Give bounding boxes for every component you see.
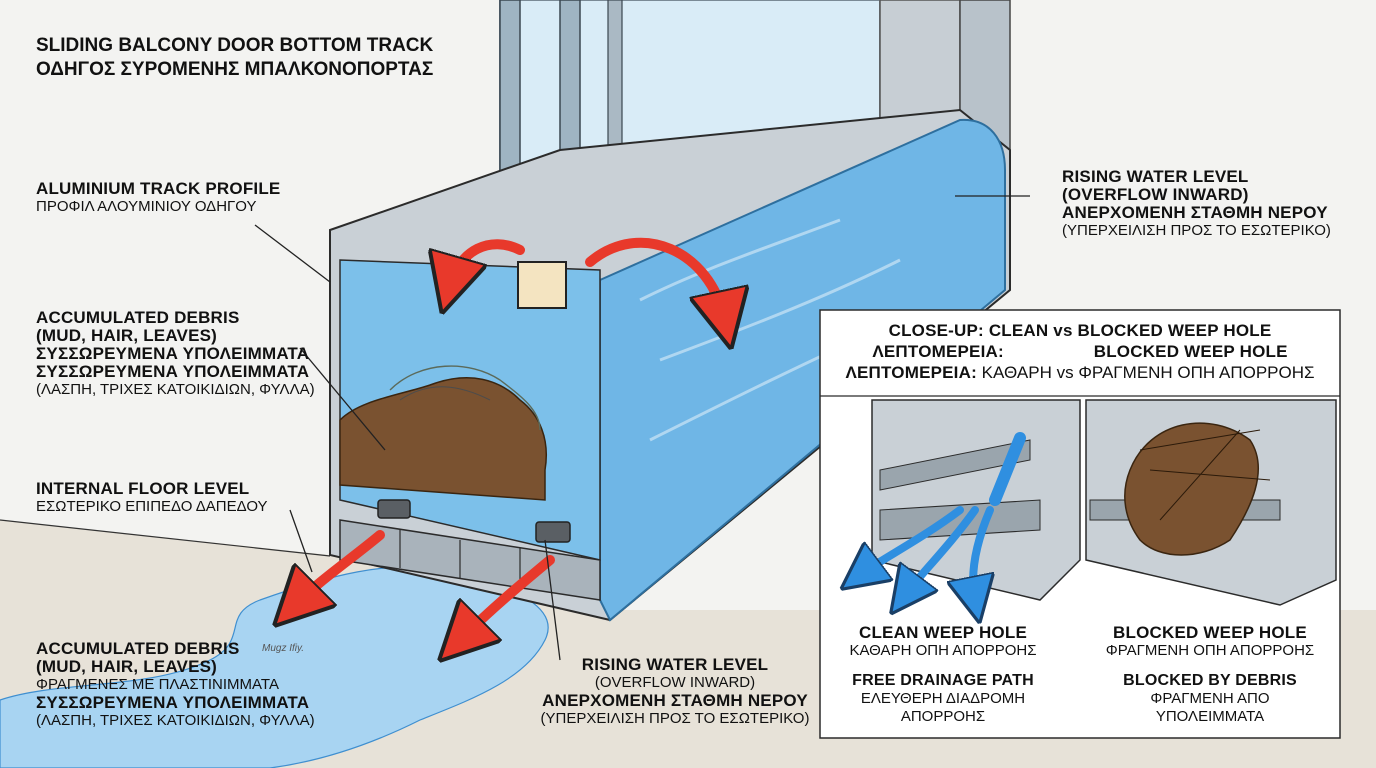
rising-bottom-gr1: ΑΝΕΡΧΟΜΕΝΗ ΣΤΑΘΜΗ ΝΕΡΟΥ [542,691,808,710]
debris-en2: (MUD, HAIR, LEAVES) [36,326,218,345]
floor-en: INTERNAL FLOOR LEVEL [36,479,250,498]
clean-gr: ΚΑΘΑΡΗ ΟΠΗ ΑΠΟΡΡΟΗΣ [849,642,1037,659]
title-gr: ΟΔΗΓΟΣ ΣΥΡΟΜΕΝΗΣ ΜΠΑΛΚΟΝΟΠΟΡΤΑΣ [36,59,434,80]
debris-gr2: ΣΥΣΣΩΡΕΥΜΕΝΑ ΥΠΟΛΕΙΜΜΑΤΑ [36,362,310,381]
closeup-sub2: ΛΕΠΤΟΜΕΡΕΙΑ: ΚΑΘΑΡΗ vs ΦΡΑΓΜΕΝΗ ΟΠΗ ΑΠΟΡ… [820,362,1340,384]
rising-top-gr2: (ΥΠΕΡΧΕΙΛΙΣΗ ΠΡΟΣ ΤΟ ΕΣΩΤΕΡΙΚΟ) [1062,222,1331,239]
clean-en: CLEAN WEEP HOLE [859,623,1027,642]
rising-top-gr1: ΑΝΕΡΧΟΜΕΝΗ ΣΤΑΘΜΗ ΝΕΡΟΥ [1062,203,1328,222]
closeup-panel [819,309,1341,739]
blocked-gr: ΦΡΑΓΜΕΝΗ ΟΠΗ ΑΠΟΡΡΟΗΣ [1105,642,1315,659]
label-rising-bottom: RISING WATER LEVEL (OVERFLOW INWARD) ΑΝΕ… [520,656,830,728]
clean-flow-arrows [860,506,990,600]
track-body [329,108,1011,622]
debris-bottom-gr1: ΦΡΑΓΜΕΝΕΣ ΜΕ ΠΛΑΣΤΙΝΙΜΜΑΤΑ [36,676,279,693]
blocked-by-gr1: ΦΡΑΓΜΕΝΗ ΑΠΟ [1150,690,1270,707]
blocked-debris [1124,422,1259,556]
debris-bottom-en1: ACCUMULATED DEBRIS [36,639,240,658]
debris-bottom-gr2: ΣΥΣΣΩΡΕΥΜΕΝΑ ΥΠΟΛΕΙΜΜΑΤΑ [36,693,310,712]
blocked-by-en: BLOCKED BY DEBRIS [1123,672,1297,689]
closeup-sub-right: BLOCKED WEEP HOLE [1093,342,1288,361]
closeup-sub2-rest: ΚΑΘΑΡΗ vs ΦΡΑΓΜΕΝΗ ΟΠΗ ΑΠΟΡΡΟΗΣ [976,363,1315,382]
label-debris-bottom: ACCUMULATED DEBRIS (MUD, HAIR, LEAVES) Φ… [36,640,315,730]
rising-top-en1: RISING WATER LEVEL [1062,167,1249,186]
weep-hole-right [535,521,571,543]
rising-top-en2: (OVERFLOW INWARD) [1062,185,1249,204]
debris-gr1: ΣΥΣΣΩΡΕΥΜΕΝΑ ΥΠΟΛΕΙΜΜΑΤΑ [36,344,310,363]
closeup-header: CLOSE-UP: CLEAN vs BLOCKED WEEP HOLE ΛΕΠ… [820,320,1340,384]
label-rising-top: RISING WATER LEVEL (OVERFLOW INWARD) ΑΝΕ… [1062,168,1331,240]
label-clean-weep: CLEAN WEEP HOLE ΚΑΘΑΡΗ ΟΠΗ ΑΠΟΡΡΟΗΣ FREE… [830,624,1056,726]
clean-path-gr2: ΑΠΟΡΡΟΗΣ [900,708,986,725]
debris-en1: ACCUMULATED DEBRIS [36,308,240,327]
label-floor: INTERNAL FLOOR LEVEL ΕΣΩΤΕΡΙΚΟ ΕΠΙΠΕΔΟ Δ… [36,480,268,516]
label-track-profile: ALUMINIUM TRACK PROFILE ΠΡΟΦΙΛ ΑΛΟΥΜΙΝΙΟ… [36,180,280,216]
debris-mass [339,377,547,501]
blocked-by-gr2: ΥΠΟΛΕΙΜΜΑΤΑ [1155,708,1265,725]
rising-bottom-gr2: (ΥΠΕΡΧΕΙΛΙΣΗ ΠΡΟΣ ΤΟ ΕΣΩΤΕΡΙΚΟ) [540,710,810,727]
clean-path-en: FREE DRAINAGE PATH [852,672,1034,689]
closeup-title: CLOSE-UP: CLEAN vs BLOCKED WEEP HOLE [888,321,1272,340]
label-debris: ACCUMULATED DEBRIS (MUD, HAIR, LEAVES) Σ… [36,309,315,399]
closeup-sub-left: ΛΕΠΤΟΜΕΡΕΙΑ: [872,342,1004,361]
weep-hole-left [377,499,411,519]
floor-gr: ΕΣΩΤΕΡΙΚΟ ΕΠΙΠΕΔΟ ΔΑΠΕΔΟΥ [36,498,268,515]
floor-edge [0,519,331,557]
clean-path-gr1: ΕΛΕΥΘΕΡΗ ΔΙΑΔΡΟΜΗ [860,690,1026,707]
debris-gr3: (ΛΑΣΠΗ, ΤΡΙΧΕΣ ΚΑΤΟΙΚΙΔΙΩΝ, ΦΥΛΛΑ) [36,381,315,398]
title-en: SLIDING BALCONY DOOR BOTTOM TRACK [36,35,434,56]
page-title: SLIDING BALCONY DOOR BOTTOM TRACK ΟΔΗΓΟΣ… [36,34,433,82]
closeup-sub2-bold: ΛΕΠΤΟΜΕΡΕΙΑ: [845,363,977,382]
debris-bottom-gr3: (ΛΑΣΠΗ, ΤΡΙΧΕΣ ΚΑΤΟΙΚΙΔΙΩΝ, ΦΥΛΛΑ) [36,712,315,729]
watermark: Mugz Ifiy. [262,643,305,654]
glazing-gasket [517,261,567,309]
rising-bottom-en1: RISING WATER LEVEL [581,655,769,674]
rising-bottom-en2: (OVERFLOW INWARD) [594,674,756,691]
label-blocked-weep: BLOCKED WEEP HOLE ΦΡΑΓΜΕΝΗ ΟΠΗ ΑΠΟΡΡΟΗΣ … [1090,624,1330,726]
track-profile-en: ALUMINIUM TRACK PROFILE [36,179,281,198]
blocked-en: BLOCKED WEEP HOLE [1113,623,1307,642]
overflow-arrows [295,237,725,640]
debris-bottom-en2: (MUD, HAIR, LEAVES) [36,657,218,676]
track-profile-gr: ΠΡΟΦΙΛ ΑΛΟΥΜΙΝΙΟΥ ΟΔΗΓΟΥ [36,198,257,215]
closeup-sub1: ΛΕΠΤΟΜΕΡΕΙΑ: BLOCKED WEEP HOLE [820,341,1340,362]
